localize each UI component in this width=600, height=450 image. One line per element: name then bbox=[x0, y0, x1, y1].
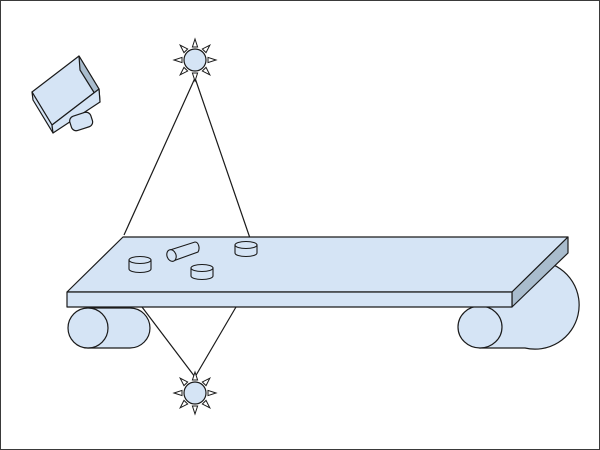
camera-base-face bbox=[51, 88, 101, 134]
cylinder-part bbox=[166, 241, 200, 262]
camera-lens bbox=[69, 111, 94, 132]
sun-light-icon bbox=[173, 371, 217, 415]
belt-front-face bbox=[66, 291, 513, 308]
bottom-light-beams bbox=[141, 306, 237, 378]
belt-objects bbox=[128, 240, 258, 281]
right-roller-body bbox=[479, 261, 580, 350]
top-beam-right bbox=[194, 77, 253, 245]
bottom-beam-left bbox=[141, 306, 196, 378]
camera-icon bbox=[31, 55, 101, 134]
cylinder-part bbox=[190, 263, 214, 281]
sun-light-icon bbox=[173, 38, 217, 82]
conveyor-rollers bbox=[67, 261, 580, 350]
top-light-beams bbox=[123, 77, 253, 245]
right-roller-end bbox=[457, 305, 503, 349]
left-roller-end bbox=[67, 307, 109, 349]
top-beam-left bbox=[123, 77, 196, 236]
cylinder-part bbox=[128, 255, 152, 274]
bottom-beam-right bbox=[194, 306, 237, 378]
cylinder-part bbox=[234, 240, 258, 258]
